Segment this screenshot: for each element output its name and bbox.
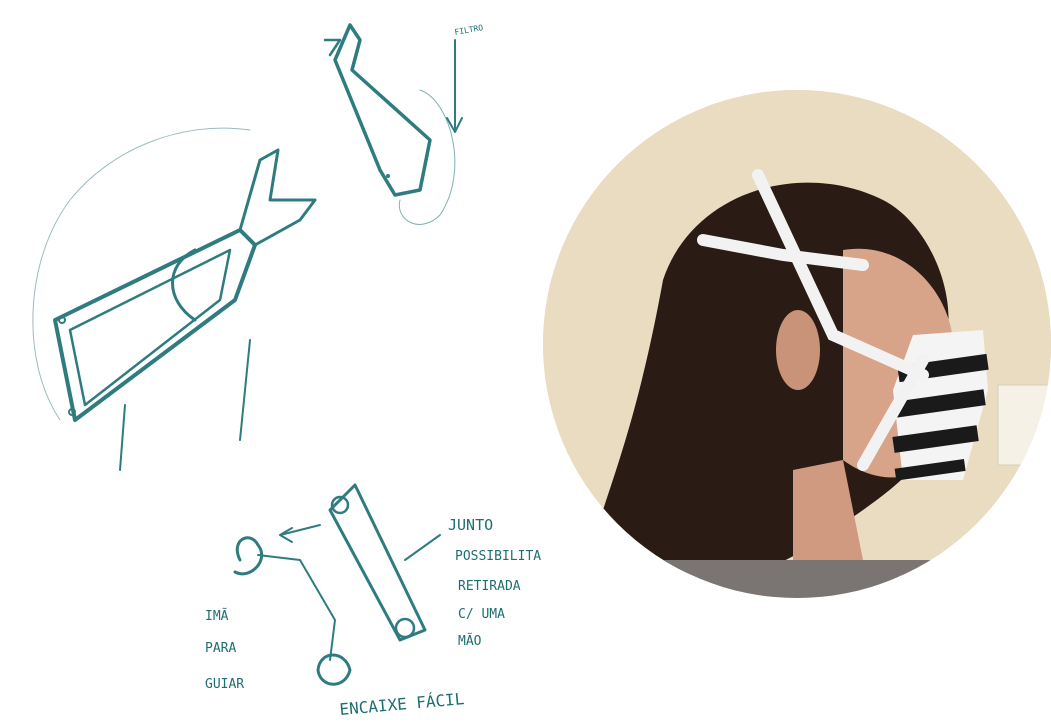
label-ima: IMÃ [205, 608, 229, 624]
label-encaixe-facil: ENCAIXE FÁCIL [339, 689, 465, 719]
shirt [543, 560, 1051, 598]
mechanism-sketch [235, 485, 440, 684]
sketch-canvas: FILTRO JUNTO POSSIBILITA RETIRADA C/ UMA… [0, 0, 560, 722]
wall-switch-plate [998, 385, 1051, 465]
label-retirada: RETIRADA [458, 579, 521, 594]
filtro-arrow [447, 40, 462, 132]
profile-photo [543, 90, 1051, 598]
label-para: PARA [205, 641, 236, 656]
neck-line-sketch-2 [240, 340, 250, 440]
label-possibilita: POSSIBILITA [455, 549, 541, 564]
label-c-uma: C/ UMA [458, 607, 505, 622]
label-mao: MÃO [458, 633, 482, 649]
ear [776, 310, 820, 390]
neck-line-sketch [120, 405, 125, 470]
label-junto: JUNTO [448, 516, 493, 534]
label-guiar: GUIAR [205, 677, 244, 692]
filter-clip-sketch [325, 25, 455, 224]
label-filtro: FILTRO [454, 23, 484, 37]
mask-frame-sketch [55, 150, 315, 420]
